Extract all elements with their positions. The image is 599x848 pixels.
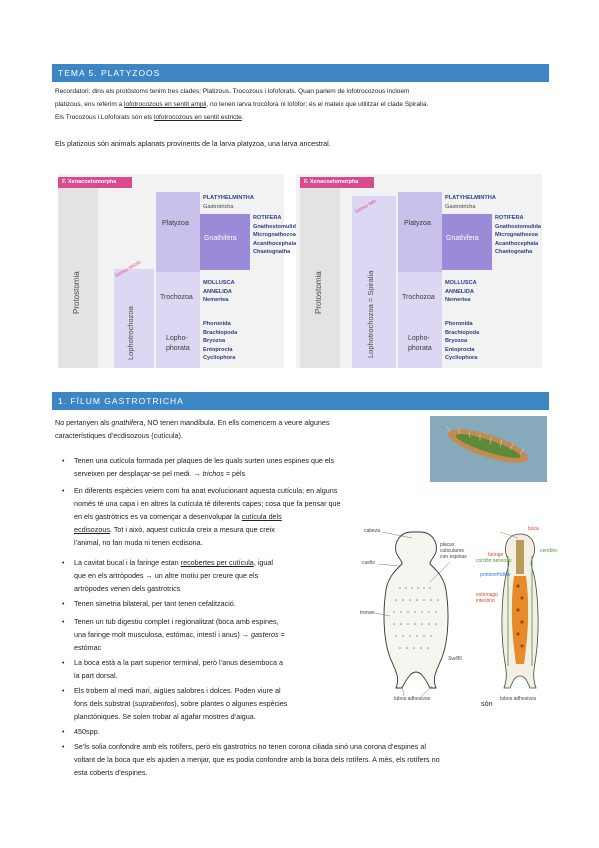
label-cuello: cuello — [362, 560, 376, 566]
bullet: • — [62, 619, 65, 626]
bullet-5-l3: estómac — [74, 643, 102, 652]
platyzoa-label: Platyzoa — [162, 220, 189, 227]
bullet-3-l3: artròpodes venen dels gastrotrics — [74, 584, 181, 593]
gnathifera-box — [200, 214, 250, 270]
trochozoa-label: Trochozoa — [402, 294, 435, 301]
trochozoa-box — [156, 272, 200, 328]
label-boca: boca — [528, 526, 539, 532]
section1-para: No pertanyen als gnathifera, NO tenen ma… — [55, 418, 330, 427]
label-faringe: faringe — [488, 552, 504, 558]
phylogeny-diagram-left: F. Xenacoelomorpha Protostomia Lophotroc… — [58, 174, 299, 368]
section-header: TEMA 5. PLATYZOOS — [52, 64, 549, 82]
gnathifera-label: Gnathifera — [204, 235, 237, 242]
bullet-2-l4: ecdisozous. Tot i això, aquest cutícula … — [74, 525, 275, 534]
bullet-6-l2: la part dorsal. — [74, 671, 118, 680]
bullet-1-l2: serveixen per desplaçar-se pel medi. → t… — [74, 469, 246, 478]
section1-header: 1. FÍLUM GASTROTRICHA — [52, 392, 549, 410]
bullet: • — [62, 601, 65, 608]
bullet-7-l3: planctòniques. Se solen trobar al agafar… — [74, 712, 256, 721]
bullet-5-l2: una faringe molt musculosa, estómac, int… — [74, 630, 285, 639]
lophotrochozoa-box — [114, 269, 154, 368]
phylogeny-diagram-right: F. Xenacoelomorpha Protostomia Lophotroc… — [296, 174, 542, 368]
protostomia-box — [300, 188, 340, 368]
bullet: • — [62, 488, 65, 495]
platyzoa-box — [156, 192, 200, 272]
section1-para-2: característiques d’ecdisozous (cutícula)… — [55, 431, 183, 440]
lophotrochozoa-label: Lophotrochozoa = Spiralia — [366, 270, 375, 358]
bullet-2-l2: només té una capa i en altres la cutícul… — [74, 499, 341, 508]
trochozoa-box — [398, 272, 442, 328]
bullet: • — [62, 744, 65, 751]
label-placas: placas cuticulares con espinas — [440, 542, 467, 560]
label-cerebro: cerebro — [540, 548, 557, 554]
label-estomago: estómago intestino — [476, 592, 498, 604]
trochozoa-label: Trochozoa — [160, 294, 193, 301]
bullet-5-l1: Tenen un tub digestiu complet i regional… — [74, 617, 279, 626]
lophophorata-box — [156, 328, 200, 368]
bullet-9-l2: voltant de la boca que els ajuden a menj… — [74, 755, 440, 764]
bullet-9-l3: esta coberts d’espines. — [74, 768, 148, 777]
bullet-9-l1: Se’ls solia confondre amb els rotífers, … — [74, 742, 426, 751]
gnathifera-label: Gnathifera — [446, 235, 479, 242]
intro-line-1: Recordatori: dins els protòstoms tenim t… — [55, 88, 410, 95]
bullet-3-l1: La cavitat bucal i la faringe estan reco… — [74, 558, 273, 567]
bullet-4: Tenen simetria bilateral, per tant tenen… — [74, 599, 236, 608]
section1-title: 1. FÍLUM GASTROTRICHA — [58, 396, 184, 406]
intro-line-2: platizous, ens referim a lofotrocozous e… — [55, 101, 429, 108]
bullet-3-l2: que en els artròpodes → un altre motiu p… — [74, 571, 259, 580]
protostomia-box — [58, 188, 98, 368]
lophotrochozoa-box — [352, 196, 396, 368]
bullet: • — [62, 560, 65, 567]
bullet-2-l3: en els gastròtrics es va començar a dese… — [74, 512, 282, 521]
bullet-8: 450spp. — [74, 727, 100, 736]
label-protonefridios: protonefridios — [480, 572, 511, 578]
bullet-7-l2: fons dels substrat (suprabentos), sobre … — [74, 699, 288, 708]
gastrotrich-drawing-internal: boca faringe cordón nervioso cerebro pro… — [476, 526, 557, 704]
label-cabeza: cabeza — [364, 528, 381, 534]
bullet: • — [62, 729, 65, 736]
gnathifera-box — [442, 214, 492, 270]
bullet-2-l1: En diferents espècies veiem com ha anat … — [74, 486, 338, 495]
protostomia-label: Protostomia — [72, 271, 81, 314]
bullet: • — [62, 458, 65, 465]
label-tubos-2: tubos adhesivos — [500, 696, 537, 702]
gastrotrich-drawing-external: cabeza cuello placas cuticulares con esp… — [360, 526, 476, 704]
bullet-1-l1: Tenen una cutícula formada per plaques d… — [74, 456, 335, 465]
bullet-2-l5: l’animal, no fan muda ni tenen ecdisona. — [74, 538, 203, 547]
label-cordon: cordón nervioso — [476, 558, 512, 564]
bullet-7-tail: són — [481, 699, 493, 708]
platyzoa-label: Platyzoa — [404, 220, 431, 227]
lophophorata-label: Lopho- phorata — [408, 335, 432, 352]
lophophorata-label: Lopho- phorata — [166, 335, 190, 352]
lophotrochozoa-label: Lophotrochozoa — [126, 306, 135, 360]
lead-paragraph: Els platizous són animals aplanats provi… — [55, 139, 331, 148]
bullet-6-l1: La boca està a la part superior terminal… — [74, 658, 283, 667]
header-title: TEMA 5. PLATYZOOS — [58, 68, 161, 78]
protostomia-label: Protostomia — [314, 271, 323, 314]
bullet: • — [62, 660, 65, 667]
bullet-7-l1: Els trobem al medi marí, aigües salobres… — [74, 686, 281, 695]
lophophorata-box — [398, 328, 442, 368]
intro-line-3: Els Trocozous i Lofoforats són els lofot… — [55, 114, 244, 121]
label-tubos: tubos adhesivos — [394, 696, 431, 702]
platyzoa-box — [398, 192, 442, 272]
label-tronco: tronco — [360, 610, 374, 616]
artist-signature: Sw/80 — [448, 656, 462, 662]
bullet: • — [62, 688, 65, 695]
xenacoelomorpha-bar: F. Xenacoelomorpha — [58, 177, 132, 188]
gastrotrich-photo — [430, 416, 547, 482]
xenacoelomorpha-bar: F. Xenacoelomorpha — [300, 177, 374, 188]
